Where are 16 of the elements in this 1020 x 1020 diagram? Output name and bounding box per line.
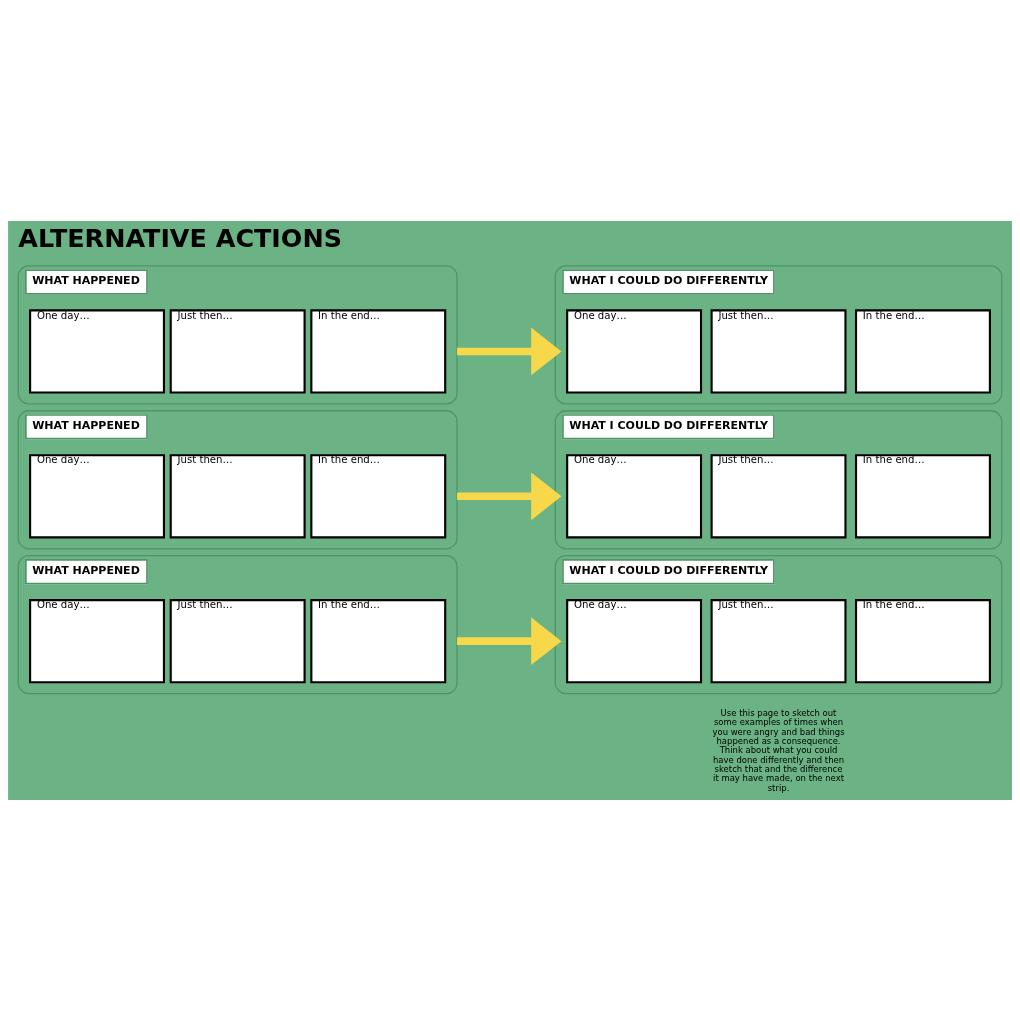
node-box: In the end… xyxy=(310,308,447,394)
node-box: One day… xyxy=(566,308,703,394)
diagram-title: ALTERNATIVE ACTIONS xyxy=(18,222,342,253)
node-box: Just then… xyxy=(710,598,847,683)
node-box: In the end… xyxy=(855,598,991,683)
node-box: Just then… xyxy=(710,308,847,394)
node-box: In the end… xyxy=(310,598,447,683)
node-box: One day… xyxy=(29,308,165,394)
node-box: Just then… xyxy=(169,598,306,683)
node-box: In the end… xyxy=(310,453,447,538)
node-box: In the end… xyxy=(855,453,991,538)
node-box: Just then… xyxy=(710,453,847,538)
node-box: Just then… xyxy=(169,453,306,538)
node-box: In the end… xyxy=(855,308,991,394)
label: Use this page to sketch out some examples of times when you were angry and bad things happened as a consequence. Think about what you could have done differently and then sketch that and the difference it may have made, on the next strip. xyxy=(712,707,845,793)
node-box: Just then… xyxy=(169,308,306,394)
